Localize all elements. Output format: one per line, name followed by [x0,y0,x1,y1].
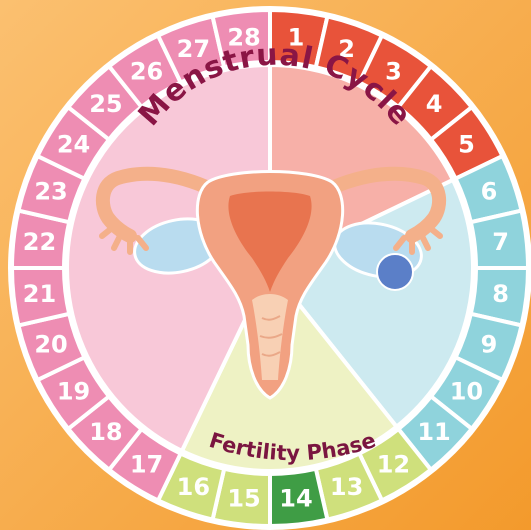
day-label-4: 4 [426,90,443,118]
day-label-5: 5 [458,131,475,159]
day-label-16: 16 [177,473,210,501]
day-label-9: 9 [481,331,498,359]
day-label-19: 19 [57,377,90,405]
day-label-18: 18 [89,418,122,446]
day-label-14: 14 [279,485,312,513]
day-label-15: 15 [227,485,260,513]
day-label-23: 23 [34,177,67,205]
day-label-8: 8 [492,280,509,308]
day-label-13: 13 [330,473,363,501]
day-label-21: 21 [23,280,56,308]
day-label-20: 20 [34,331,67,359]
day-label-17: 17 [130,450,163,478]
day-label-7: 7 [492,228,509,256]
day-label-12: 12 [377,450,410,478]
day-label-10: 10 [450,377,483,405]
day-label-6: 6 [481,177,498,205]
ovulating-follicle [377,254,413,290]
day-label-11: 11 [417,418,450,446]
day-label-24: 24 [57,131,90,159]
day-label-25: 25 [89,90,122,118]
day-label-22: 22 [23,228,56,256]
day-label-26: 26 [130,58,163,86]
